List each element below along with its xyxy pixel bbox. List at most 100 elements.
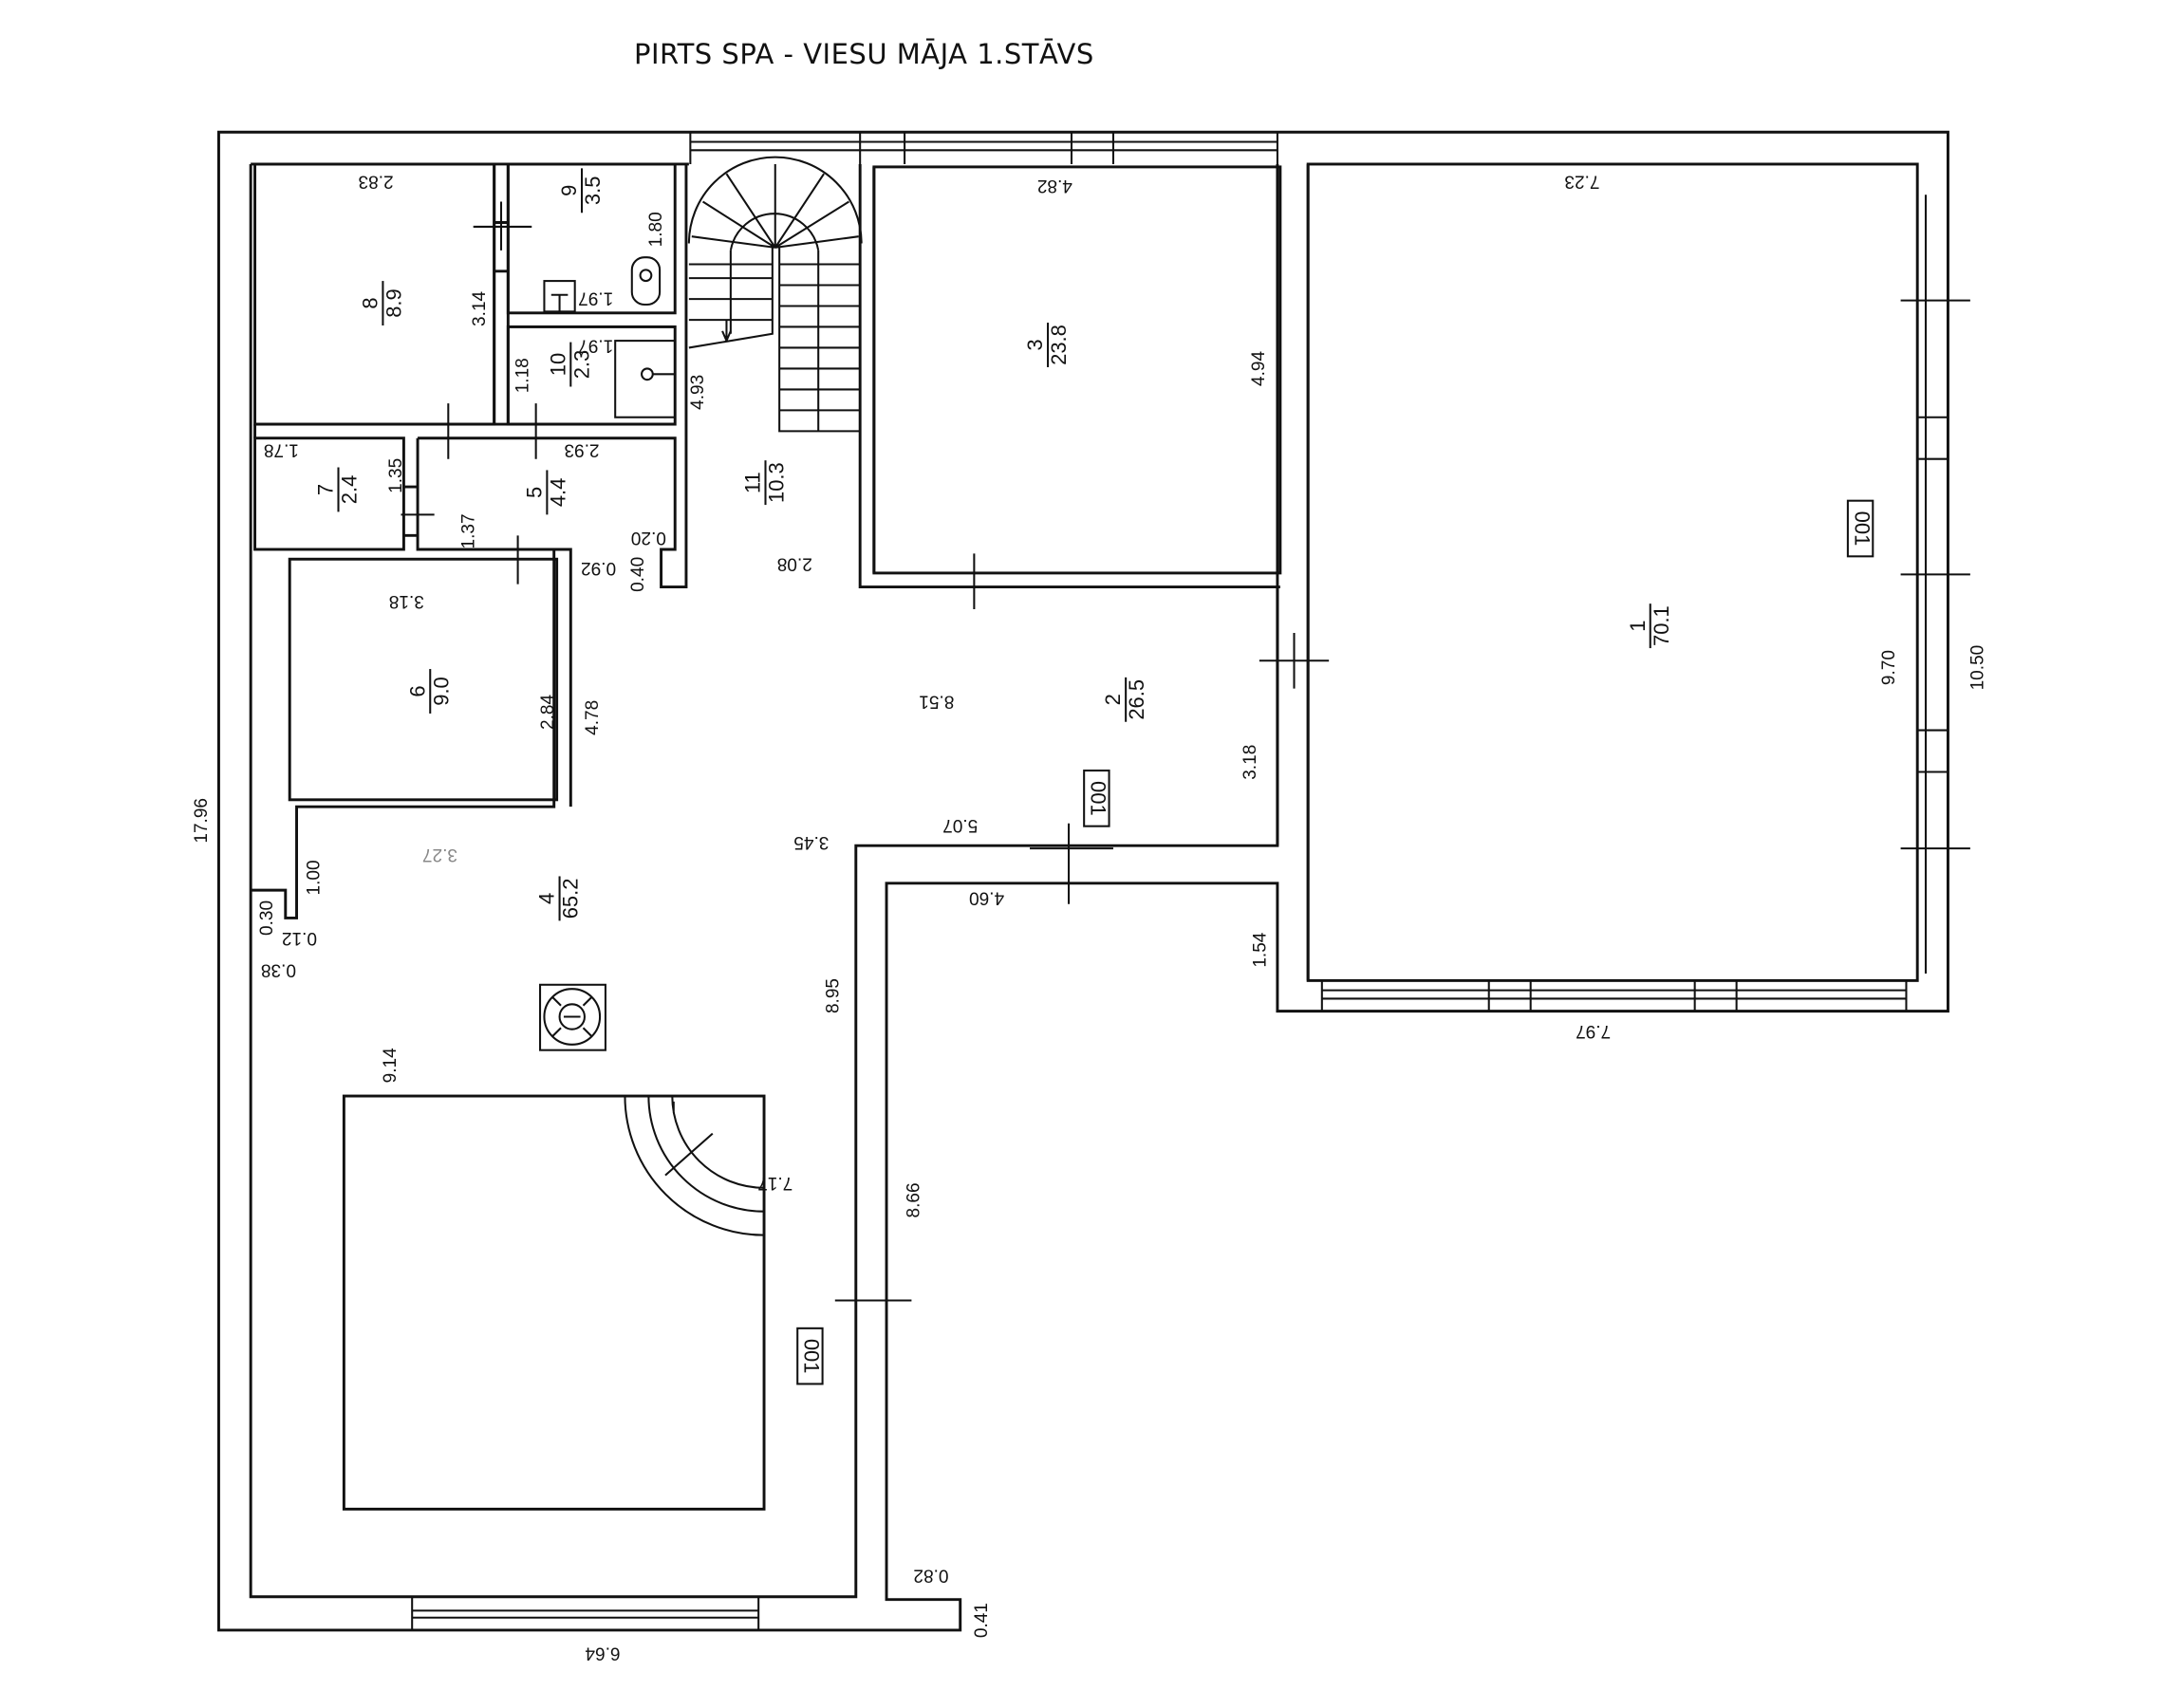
dimension-label: 1.18 <box>513 358 532 393</box>
svg-text:2.4: 2.4 <box>338 475 362 505</box>
dimension-label: 5.07 <box>942 815 978 835</box>
dimension-label: 3.14 <box>470 290 490 325</box>
stair-wall <box>858 163 1280 589</box>
room-1-wall <box>1276 163 1310 981</box>
svg-text:2: 2 <box>1101 694 1125 705</box>
dimension-label: 0.20 <box>631 528 666 548</box>
dimension-label: 0.38 <box>261 960 296 980</box>
room-5-outline <box>251 163 688 919</box>
svg-text:26.5: 26.5 <box>1125 679 1148 720</box>
window-room-1 <box>1320 195 1949 1012</box>
dimension-label: 7.97 <box>1576 1021 1611 1041</box>
dimension-label: 3.18 <box>389 591 424 611</box>
room-9-outline <box>506 162 677 315</box>
height-mark: 001 <box>1846 499 1874 558</box>
svg-text:1: 1 <box>1626 620 1650 631</box>
dimension-label: 8.51 <box>919 692 954 712</box>
dimension-label: 4.93 <box>688 375 708 410</box>
svg-text:70.1: 70.1 <box>1650 605 1673 646</box>
toilet-icon <box>543 256 662 313</box>
dimension-label: 9.70 <box>1879 650 1899 685</box>
svg-text:5: 5 <box>522 487 546 498</box>
sauna-door-arcs <box>624 1096 765 1236</box>
dimension-label: 7.23 <box>1564 172 1599 192</box>
window-bottom <box>411 1596 760 1630</box>
svg-text:2.3: 2.3 <box>569 350 593 380</box>
room-1-outline <box>1306 162 1919 982</box>
room-7-outline <box>253 436 405 551</box>
dimension-label: 17.96 <box>192 798 212 844</box>
svg-text:4.4: 4.4 <box>546 478 569 508</box>
svg-text:4: 4 <box>535 893 559 904</box>
dimension-label: 7.17 <box>757 1173 793 1193</box>
dimension-label: 4.60 <box>969 887 1004 907</box>
window-top <box>689 132 1278 164</box>
dimension-label: 1.00 <box>305 860 325 895</box>
svg-text:3.5: 3.5 <box>581 176 605 206</box>
dimension-label: 3.27 <box>422 845 457 864</box>
sauna-room-outline <box>342 1094 766 1511</box>
dimension-label: 2.83 <box>359 172 394 192</box>
dimension-label: 0.30 <box>257 900 277 936</box>
staircase <box>687 156 863 433</box>
dimension-label: 3.45 <box>793 832 829 852</box>
room-3-outline <box>872 165 1282 575</box>
svg-text:8: 8 <box>358 297 382 308</box>
dimension-label: 9.14 <box>381 1048 401 1083</box>
dimension-label: 0.12 <box>282 928 317 948</box>
dimension-label: 2.08 <box>777 554 812 574</box>
svg-text:8.9: 8.9 <box>382 288 405 318</box>
dimension-label: 10.50 <box>1968 645 1988 691</box>
dimension-label: 1.35 <box>386 458 406 493</box>
svg-text:11: 11 <box>741 472 765 493</box>
room-8-outline <box>253 162 496 426</box>
svg-text:10.3: 10.3 <box>765 462 789 503</box>
svg-text:10: 10 <box>546 353 569 376</box>
dimension-label: 4.78 <box>583 700 603 735</box>
dimension-label: 0.92 <box>581 558 616 578</box>
dimension-label: 0.41 <box>972 1603 992 1638</box>
dimension-label: 0.40 <box>628 557 648 592</box>
svg-text:9.0: 9.0 <box>429 677 453 706</box>
dimension-label: 1.54 <box>1250 932 1270 967</box>
dimension-label: 1.80 <box>646 212 666 247</box>
dimension-label: 8.95 <box>823 978 843 1013</box>
height-mark: 001 <box>796 1327 824 1385</box>
dimension-label: 4.94 <box>1249 350 1269 385</box>
svg-text:7: 7 <box>314 484 338 495</box>
dimension-label: 8.66 <box>904 1182 923 1217</box>
height-mark: 001 <box>1083 770 1110 827</box>
dimension-label: 4.82 <box>1037 176 1072 195</box>
dimension-label: 1.97 <box>578 335 613 355</box>
svg-text:001: 001 <box>1087 781 1110 816</box>
outer-wall <box>216 130 1949 1632</box>
door-marks <box>401 201 1970 1302</box>
svg-text:3: 3 <box>1023 339 1047 350</box>
dimension-label: 1.97 <box>578 288 613 308</box>
svg-text:001: 001 <box>800 1339 824 1374</box>
svg-text:65.2: 65.2 <box>559 879 583 919</box>
dimension-label: 0.82 <box>913 1565 948 1585</box>
svg-text:6: 6 <box>405 685 429 696</box>
plan-title: PIRTS SPA - VIESU MĀJA 1.STĀVS <box>634 38 1094 70</box>
svg-text:9: 9 <box>557 185 581 196</box>
dimension-label: 2.93 <box>564 439 599 459</box>
dimension-label: 3.18 <box>1240 745 1260 780</box>
wall-6-outer <box>553 548 572 808</box>
dimension-label: 2.84 <box>538 695 558 730</box>
sink-icon <box>614 340 677 418</box>
dimension-label: 1.37 <box>458 513 478 548</box>
svg-text:001: 001 <box>1850 511 1874 547</box>
dimension-label: 1.78 <box>264 439 299 459</box>
